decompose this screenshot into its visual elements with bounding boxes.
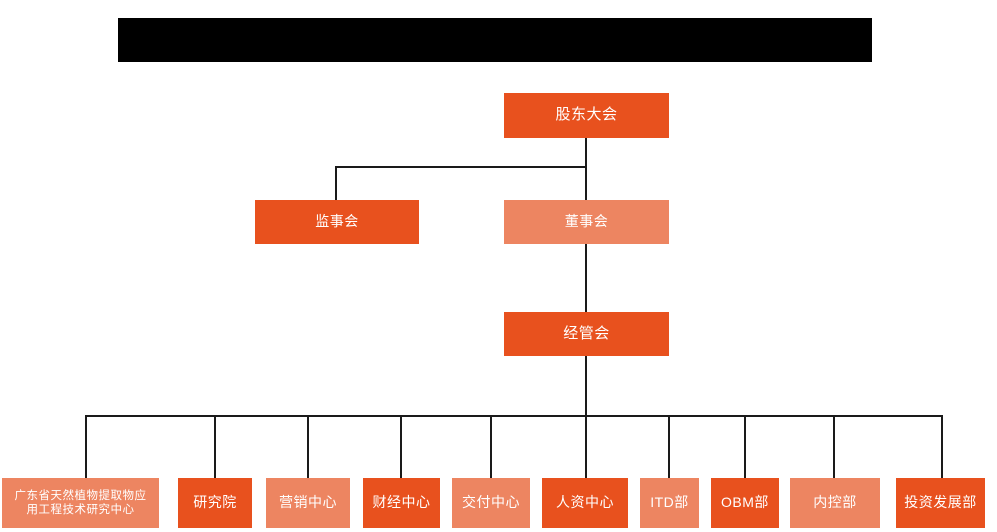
connector-drop-investment <box>941 415 943 478</box>
connector-drop-internal-control <box>833 415 835 478</box>
node-label: 投资发展部 <box>904 494 977 511</box>
node-internal-control-department[interactable]: 内控部 <box>790 478 880 528</box>
node-label: 研究院 <box>193 494 237 511</box>
node-itd-department[interactable]: ITD部 <box>640 478 699 528</box>
node-investment-development-department[interactable]: 投资发展部 <box>896 478 985 528</box>
connector-drop-rd-center <box>85 415 87 478</box>
node-label: 人资中心 <box>556 494 614 511</box>
connector-drop-supervisory <box>335 166 337 200</box>
node-label: 交付中心 <box>462 494 520 511</box>
connector-department-bus <box>85 415 943 417</box>
connector-drop-marketing <box>307 415 309 478</box>
node-label: ITD部 <box>650 494 689 511</box>
connector-drop-itd <box>668 415 670 478</box>
node-obm-department[interactable]: OBM部 <box>711 478 779 528</box>
connector-board-to-management <box>585 243 587 312</box>
node-finance-center[interactable]: 财经中心 <box>363 478 440 528</box>
connector-level1-bus <box>335 166 587 168</box>
node-guangdong-rd-center[interactable]: 广东省天然植物提取物应 用工程技术研究中心 <box>2 478 159 528</box>
node-supervisory-board[interactable]: 监事会 <box>255 200 419 244</box>
connector-drop-institute <box>214 415 216 478</box>
node-label: 董事会 <box>564 213 609 230</box>
node-research-institute[interactable]: 研究院 <box>178 478 252 528</box>
node-label: 监事会 <box>315 213 359 230</box>
connector-drop-delivery <box>490 415 492 478</box>
node-label: 经管会 <box>563 324 610 342</box>
connector-drop-hr <box>585 415 587 478</box>
connector-drop-obm <box>744 415 746 478</box>
node-shareholders-meeting[interactable]: 股东大会 <box>504 93 669 138</box>
node-label: 财经中心 <box>372 494 431 511</box>
redacted-title-bar <box>118 18 872 62</box>
node-label-line1: 广东省天然植物提取物应 <box>14 489 147 502</box>
node-marketing-center[interactable]: 营销中心 <box>266 478 350 528</box>
node-label: OBM部 <box>721 494 769 511</box>
node-hr-center[interactable]: 人资中心 <box>542 478 628 528</box>
connector-management-stem <box>585 356 587 416</box>
node-label: 内控部 <box>813 494 857 511</box>
connector-shareholders-stem <box>585 138 587 168</box>
node-board-of-directors[interactable]: 董事会 <box>504 200 669 244</box>
node-management-committee[interactable]: 经管会 <box>504 312 669 356</box>
node-label-line2: 用工程技术研究中心 <box>26 504 135 516</box>
node-delivery-center[interactable]: 交付中心 <box>452 478 530 528</box>
node-label: 股东大会 <box>555 106 618 124</box>
connector-drop-finance <box>400 415 402 478</box>
node-label: 营销中心 <box>279 494 337 511</box>
connector-drop-board <box>585 166 587 200</box>
